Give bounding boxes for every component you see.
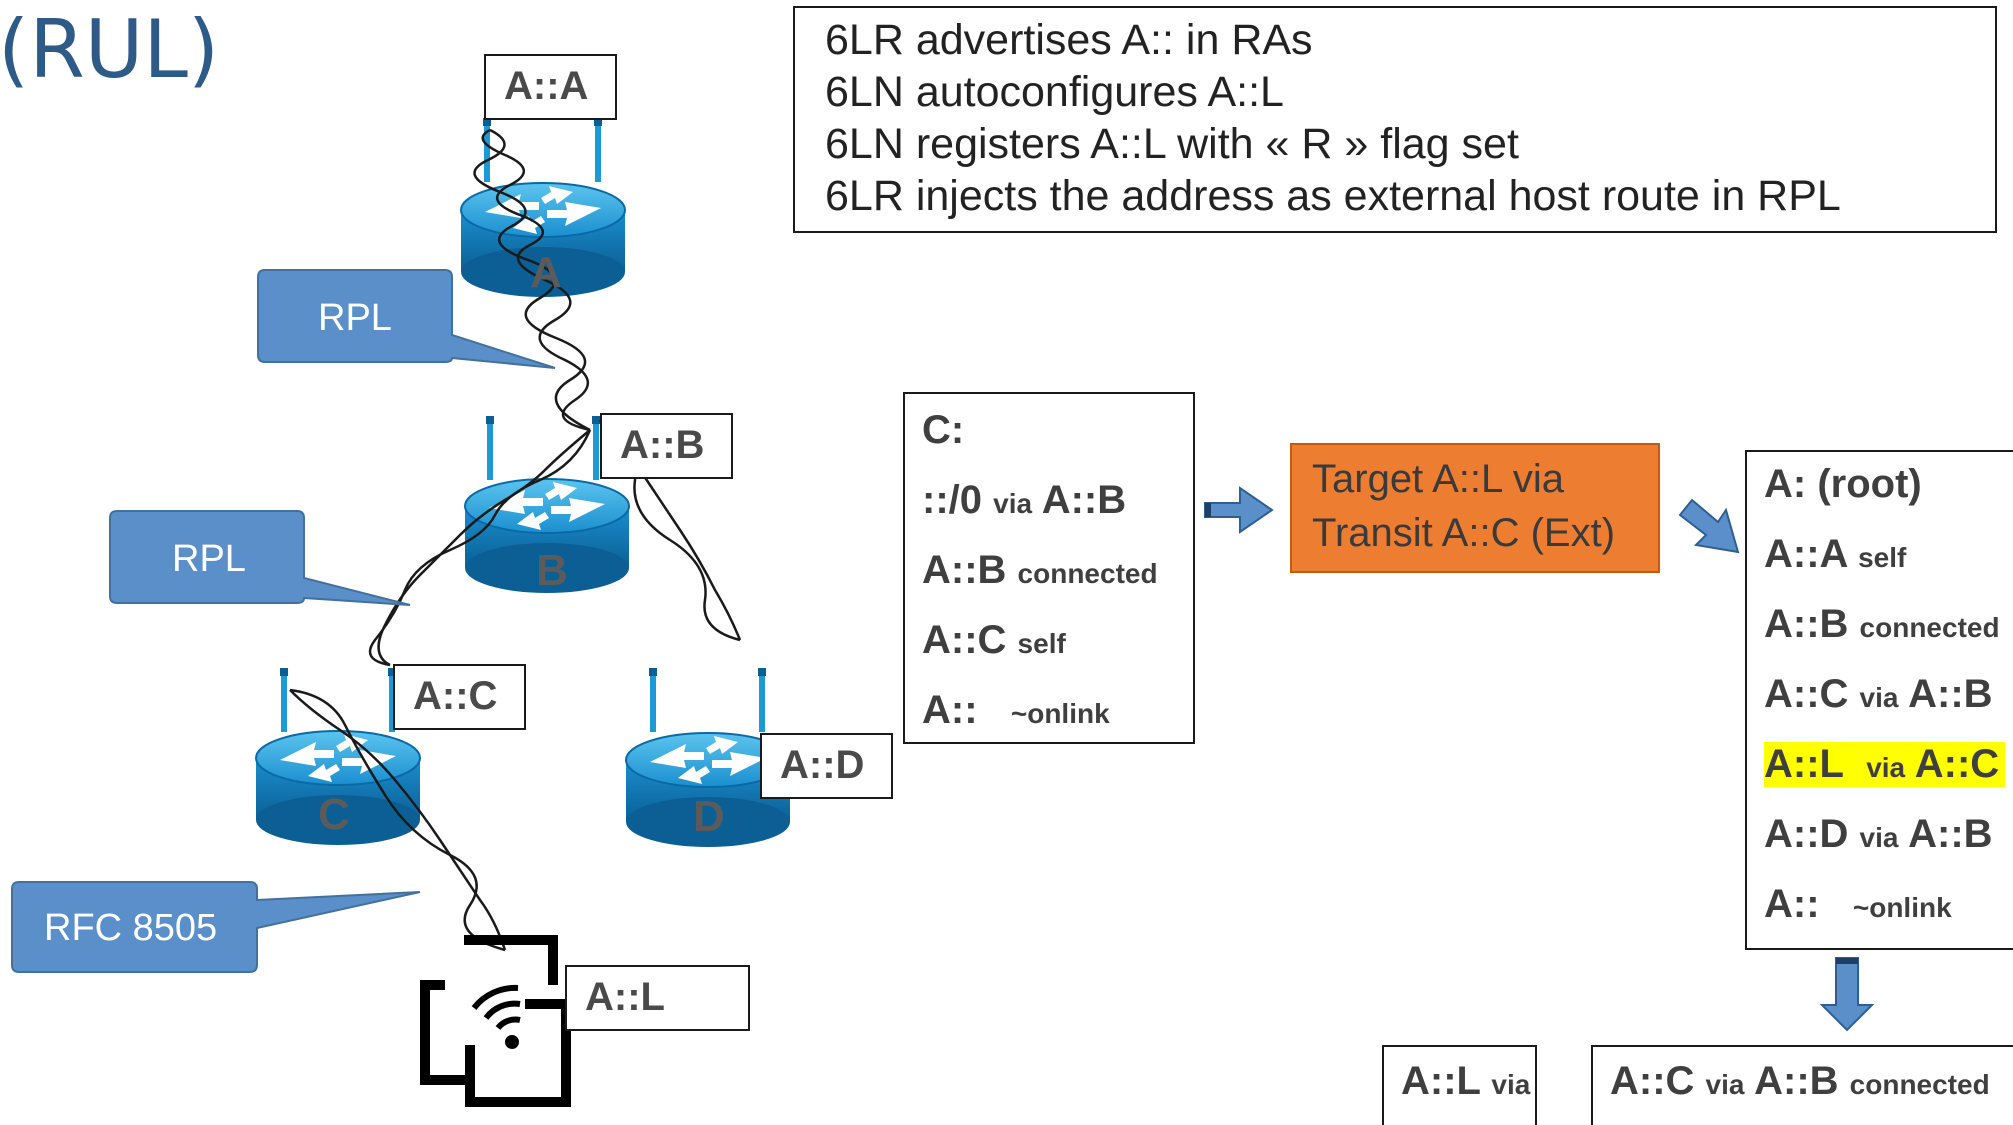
device-l-icon: [420, 935, 571, 1107]
routing-table-c: C: ::/0 via A::B A::B connected A::C sel…: [903, 392, 1195, 744]
dao-line-1: Target A::L via: [1312, 457, 1564, 501]
table-c-row-2: A::B connected: [922, 548, 1158, 592]
callout-rfc: RFC 8505: [44, 907, 218, 949]
note-line-3: 6LN registers A::L with « R » flag set: [825, 120, 1519, 168]
note-line-1: 6LR advertises A:: in RAs: [825, 16, 1313, 64]
bottom-box-left: A::L via: [1382, 1045, 1537, 1125]
router-a-letter: A: [530, 248, 562, 297]
router-b-letter: B: [536, 546, 568, 595]
arrow-down-icon: [1819, 957, 1875, 1032]
table-c-title: C:: [922, 408, 965, 452]
addr-label-c: A::C: [393, 664, 526, 730]
table-c-row-1: ::/0 via A::B: [922, 478, 1127, 522]
note-line-2: 6LN autoconfigures A::L: [825, 68, 1284, 116]
root-table-row-5: A::D via A::B: [1764, 812, 1993, 856]
antenna-b1: [486, 416, 494, 480]
antenna-d1: [649, 668, 657, 732]
arrow-down-tail: [1836, 958, 1858, 964]
root-table-row-1: A::A self: [1764, 532, 1907, 576]
table-c-row-4: A:: ~onlink: [922, 688, 1110, 732]
addr-label-a: A::A: [484, 54, 617, 120]
antenna-a1: [483, 118, 491, 182]
callout-rpl-mid: RPL: [172, 538, 246, 580]
antenna-c1: [280, 668, 288, 732]
addr-label-l: A::L: [565, 965, 750, 1031]
callout-rpl-mid-shape: [109, 510, 411, 606]
note-line-4: 6LR injects the address as external host…: [825, 172, 1841, 220]
root-table-row-6: A:: ~onlink: [1764, 882, 1952, 926]
arrow-right-icon: [1204, 486, 1274, 534]
arrow-diag-icon: [1678, 498, 1740, 554]
callout-rpl-top: RPL: [318, 297, 392, 339]
page-title-fragment: (RUL): [0, 3, 220, 96]
dao-line-2: Transit A::C (Ext): [1312, 511, 1616, 555]
bottom-box-right: A::C via A::B connected: [1591, 1045, 2013, 1125]
arrow-right-tail: [1205, 503, 1211, 517]
notes-box: 6LR advertises A:: in RAs 6LN autoconfig…: [793, 6, 1997, 233]
callout-rfc-shape: [11, 881, 421, 973]
link-a-b: [481, 128, 591, 432]
addr-label-b: A::B: [600, 413, 733, 479]
router-c-letter: C: [318, 790, 350, 839]
link-c-l: [289, 689, 507, 951]
dao-target-box: Target A::L via Transit A::C (Ext): [1290, 443, 1660, 573]
root-table-row-4-highlighted: A::L via A::C: [1764, 742, 2006, 787]
root-table-row-2: A::B connected: [1764, 602, 2000, 646]
antenna-b2: [592, 416, 600, 480]
addr-label-d: A::D: [760, 733, 893, 799]
root-table-row-3: A::C via A::B: [1764, 672, 1993, 716]
router-d-letter: D: [693, 792, 725, 841]
routing-table-root: A: (root) A::A self A::B connected A::C …: [1745, 450, 2013, 950]
antenna-d2: [758, 668, 766, 732]
antenna-a2: [594, 118, 602, 182]
root-table-title: A: (root): [1764, 462, 1922, 506]
callout-rpl-top-shape: [257, 269, 556, 369]
table-c-row-3: A::C self: [922, 618, 1066, 662]
